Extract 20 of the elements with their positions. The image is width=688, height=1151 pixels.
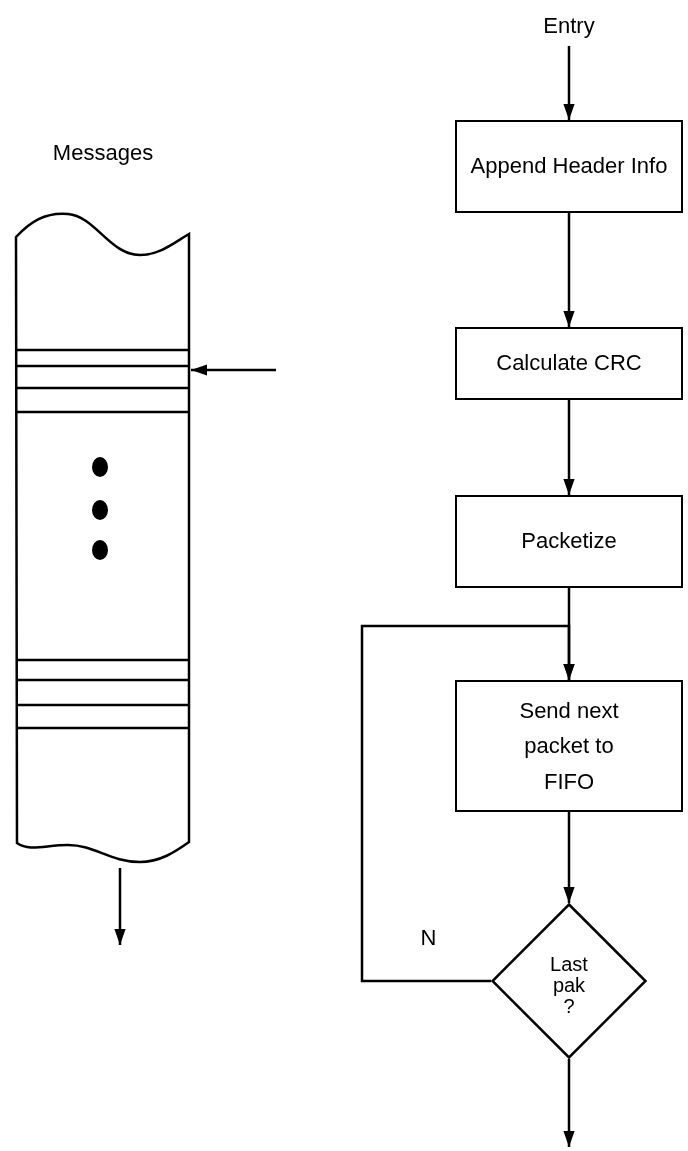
process-box: [455, 495, 683, 588]
arrow: [563, 812, 575, 903]
stack-title: Messages: [52, 140, 154, 167]
process-box: [455, 327, 683, 400]
arrow: [563, 400, 575, 495]
node-label: Entry: [543, 12, 595, 40]
node-label: Send next packet to FIFO: [518, 697, 620, 796]
decision-diamond: [491, 903, 647, 1059]
node-label: Append Header Info: [470, 153, 668, 180]
arrow: [114, 868, 126, 945]
node-label: Calculate CRC: [496, 350, 642, 377]
arrow: [563, 46, 575, 120]
node-label: Packetize: [521, 528, 617, 555]
arrow: [191, 364, 276, 376]
arrow: [563, 1059, 575, 1147]
arrow: [360, 624, 575, 983]
process-box: [455, 120, 683, 213]
node-label: Last pak ?: [549, 953, 589, 1017]
arrow: [563, 213, 575, 327]
process-box: [455, 680, 683, 812]
